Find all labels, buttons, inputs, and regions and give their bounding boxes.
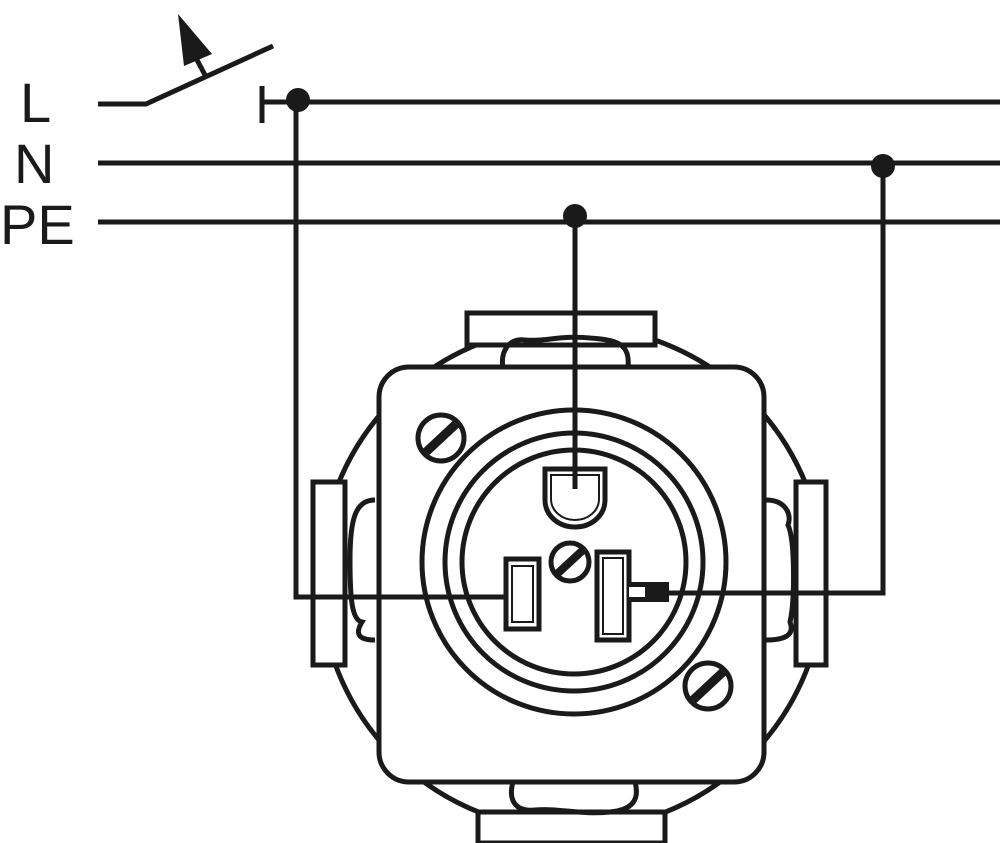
- label-pe: PE: [0, 193, 75, 256]
- socket-frame: [310, 310, 829, 843]
- switch-arrow-icon: [178, 14, 212, 66]
- neutral-slot: [594, 549, 669, 643]
- switch-symbol: [98, 14, 298, 123]
- screw-icon: [682, 660, 734, 712]
- l-wire: [293, 102, 508, 600]
- screw-icon: [415, 412, 467, 464]
- junction-dot-n: [871, 154, 895, 178]
- n-wire: [666, 166, 886, 596]
- junction-dot-l: [286, 88, 310, 112]
- ground-slot: [542, 466, 608, 530]
- label-l: L: [20, 71, 51, 134]
- label-n: N: [14, 132, 54, 195]
- center-screw-icon: [548, 540, 592, 584]
- junction-dot-pe: [563, 204, 587, 228]
- live-slot: [503, 556, 542, 632]
